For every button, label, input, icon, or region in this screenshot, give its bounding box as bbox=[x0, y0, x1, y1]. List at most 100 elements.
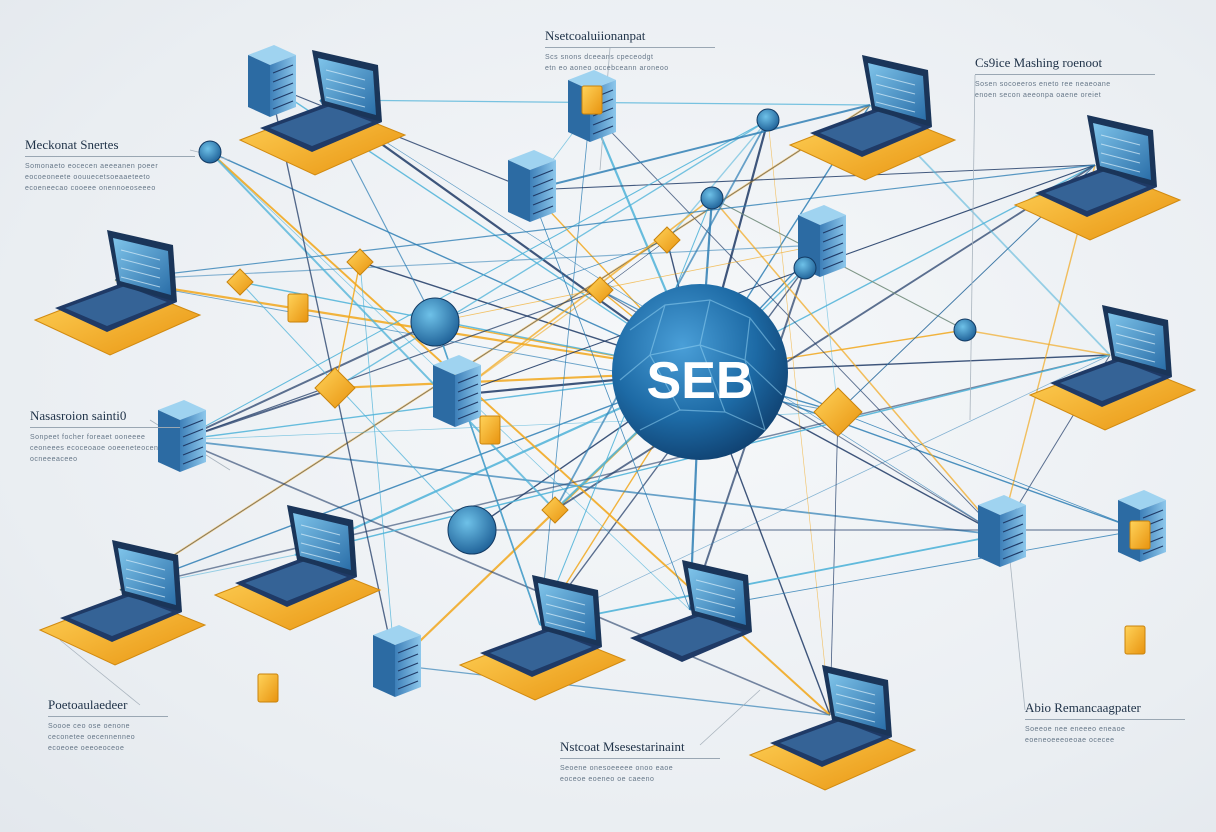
server-front bbox=[530, 160, 556, 222]
server-slot bbox=[397, 644, 419, 654]
leader-line bbox=[59, 639, 141, 706]
server-side bbox=[508, 160, 530, 222]
server-side bbox=[158, 410, 180, 472]
connection-line bbox=[964, 329, 1111, 356]
junction-node[interactable] bbox=[813, 387, 863, 437]
server-top bbox=[508, 150, 556, 170]
connection-line bbox=[179, 321, 436, 441]
connection-line bbox=[589, 109, 1001, 536]
screen-line bbox=[875, 92, 916, 104]
network-node[interactable] bbox=[410, 297, 460, 347]
laptop-icon[interactable] bbox=[1028, 305, 1197, 431]
label-top-center: Nsetcoaluiionanpat Scs snons dceeans cpe… bbox=[545, 28, 715, 74]
connection-line bbox=[529, 189, 691, 611]
server-icon[interactable] bbox=[433, 355, 481, 427]
connection-line bbox=[119, 354, 1111, 591]
server-slot bbox=[272, 64, 294, 74]
central-hub[interactable]: SEB bbox=[612, 284, 788, 460]
connection-line bbox=[434, 244, 821, 323]
connection-line bbox=[209, 151, 556, 511]
leader-line bbox=[969, 74, 976, 421]
connection-line bbox=[179, 439, 1001, 536]
screen-line bbox=[120, 258, 161, 270]
screen-line bbox=[300, 542, 341, 554]
screen-line bbox=[120, 276, 161, 288]
junction-node[interactable] bbox=[314, 367, 356, 409]
server-slot bbox=[1142, 545, 1164, 555]
screen-line bbox=[125, 577, 166, 589]
server-icon[interactable] bbox=[248, 45, 296, 117]
server-slot bbox=[822, 260, 844, 270]
network-node[interactable] bbox=[198, 140, 222, 164]
laptop-icon[interactable] bbox=[38, 540, 207, 666]
laptop-icon[interactable] bbox=[1013, 115, 1182, 241]
screen bbox=[828, 673, 886, 730]
keyboard bbox=[245, 561, 347, 601]
junction-node[interactable] bbox=[586, 276, 614, 304]
label-bottom-left: Poetoaulaedeer Soooe ceo ose oenone ceco… bbox=[48, 697, 168, 754]
label-line: Sonpeet focher foreaet ooneeee bbox=[30, 434, 146, 441]
server-slot bbox=[532, 196, 554, 206]
connection-line bbox=[434, 239, 668, 323]
laptop-icon[interactable] bbox=[33, 230, 202, 356]
server-slot bbox=[1002, 532, 1024, 542]
screen-line bbox=[120, 249, 161, 261]
label-line: ceconetee oecennenneo bbox=[48, 734, 136, 741]
network-node[interactable] bbox=[447, 505, 497, 555]
label-title: Abio Remancaagpater bbox=[1025, 700, 1141, 715]
server-slot bbox=[1142, 509, 1164, 519]
screen-line bbox=[125, 568, 166, 580]
screen-line bbox=[545, 603, 586, 615]
server-top bbox=[1118, 490, 1166, 510]
network-node[interactable] bbox=[793, 256, 817, 280]
junction-node[interactable] bbox=[346, 248, 374, 276]
network-node[interactable] bbox=[953, 318, 977, 342]
server-slot bbox=[397, 680, 419, 690]
label-title: Nasasroion sainti0 bbox=[30, 408, 127, 423]
screen-line bbox=[325, 78, 366, 90]
laptop-icon[interactable] bbox=[238, 50, 407, 176]
screen bbox=[293, 513, 351, 570]
server-slot bbox=[182, 446, 204, 456]
label-top-right: Cs9ice Mashing roenoot Sosen socoeeros e… bbox=[975, 55, 1155, 101]
screen-line bbox=[1115, 342, 1156, 354]
screen-line bbox=[695, 579, 736, 591]
junction-node[interactable] bbox=[226, 268, 254, 296]
server-slot bbox=[182, 437, 204, 447]
server-icon[interactable] bbox=[373, 625, 421, 697]
document-icon bbox=[581, 85, 603, 115]
hub-label: SEB bbox=[647, 352, 754, 410]
document-icon bbox=[1129, 520, 1151, 550]
laptop-icon[interactable] bbox=[458, 575, 627, 701]
divider bbox=[48, 716, 168, 717]
connection-line bbox=[529, 104, 871, 191]
keyboard bbox=[70, 596, 172, 636]
laptop-icon[interactable] bbox=[788, 55, 957, 181]
connection-line bbox=[359, 261, 396, 666]
label-line: Somonaeto eocecen aeeeanen poeer bbox=[25, 163, 159, 170]
screen bbox=[1108, 313, 1166, 370]
screen-line bbox=[1115, 324, 1156, 336]
server-slot bbox=[457, 392, 479, 402]
junction-node[interactable] bbox=[541, 496, 569, 524]
network-node[interactable] bbox=[700, 186, 724, 210]
screen-line bbox=[875, 74, 916, 86]
connection-line bbox=[539, 354, 1111, 626]
server-icon[interactable] bbox=[508, 150, 556, 222]
server-side bbox=[433, 365, 455, 427]
server-slot bbox=[592, 125, 614, 135]
screen-line bbox=[1100, 143, 1141, 155]
label-line: ecoeoee oeeoeoceoe bbox=[48, 745, 125, 752]
connection-line bbox=[711, 197, 1001, 536]
screen-line bbox=[695, 588, 736, 600]
keyboard bbox=[640, 616, 742, 656]
network-node[interactable] bbox=[756, 108, 780, 132]
laptop-icon[interactable] bbox=[213, 505, 382, 631]
laptop-icon[interactable] bbox=[630, 560, 752, 662]
server-icon[interactable] bbox=[158, 400, 206, 472]
junction-node[interactable] bbox=[653, 226, 681, 254]
server-slot bbox=[822, 233, 844, 243]
server-icon[interactable] bbox=[978, 495, 1026, 567]
laptop-icon[interactable] bbox=[748, 665, 917, 791]
keyboard bbox=[780, 721, 882, 761]
